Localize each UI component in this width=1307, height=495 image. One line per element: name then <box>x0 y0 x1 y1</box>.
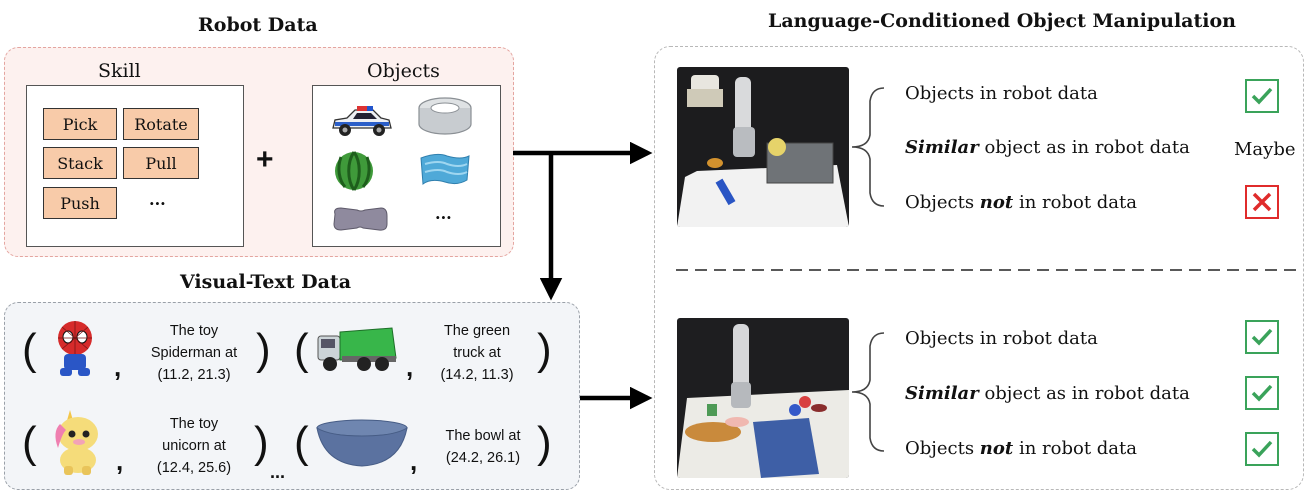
comma: , <box>116 446 124 476</box>
maybe-result: Maybe <box>1234 139 1296 160</box>
open-paren: ( <box>22 325 37 374</box>
cross-icon <box>1245 185 1279 219</box>
spiderman-toy-icon <box>58 321 92 376</box>
row-text: object as in robot data <box>978 137 1190 158</box>
row-not-in-robot-data: Objects not in robot data <box>905 438 1137 459</box>
skill-pull: Pull <box>123 147 199 179</box>
row-text: in robot data <box>1013 438 1137 459</box>
brace-top <box>851 87 885 207</box>
visual-text-title: Visual-Text Data <box>180 271 352 293</box>
caption-unicorn: The toy unicorn at (12.4, 25.6) <box>136 413 252 479</box>
caption-line: The green <box>443 323 511 339</box>
row-emphasis: Similar <box>905 383 979 404</box>
row-text: in robot data <box>1013 192 1137 213</box>
close-paren: ) <box>256 325 271 374</box>
row-emphasis: not <box>979 438 1014 459</box>
open-paren: ( <box>294 418 309 467</box>
robot-scene-photo-top <box>677 67 849 227</box>
comma: , <box>410 446 418 476</box>
caption-truck: The green truck at (14.2, 11.3) <box>424 320 530 386</box>
tape-roll-icon <box>418 97 472 135</box>
caption-line: Spiderman at <box>150 345 238 361</box>
skills-more: ... <box>149 190 166 209</box>
police-car-icon <box>332 106 392 136</box>
row-text: object as in robot data <box>978 383 1190 404</box>
green-truck-icon <box>317 327 397 371</box>
row-text: Objects in robot data <box>905 328 1098 349</box>
close-paren: ) <box>537 418 552 467</box>
check-icon <box>1245 376 1279 410</box>
caption-line: (24.2, 26.1) <box>445 450 521 466</box>
skill-box: Pick Rotate Stack Pull Push ... <box>26 85 244 247</box>
caption-bowl: The bowl at (24.2, 26.1) <box>430 425 536 469</box>
caption-line: truck at <box>453 345 501 361</box>
comma: , <box>406 352 414 382</box>
comma: , <box>114 352 122 382</box>
objects-label: Objects <box>367 60 440 82</box>
caption-spiderman: The toy Spiderman at (11.2, 21.3) <box>134 320 254 386</box>
row-in-robot-data: Objects in robot data <box>905 83 1098 104</box>
robot-scene-photo-bottom <box>677 318 849 478</box>
pairs-more: ... <box>270 462 286 482</box>
row-not-in-robot-data: Objects not in robot data <box>905 192 1137 213</box>
skill-stack: Stack <box>43 147 117 179</box>
caption-line: The bowl at <box>445 428 521 444</box>
plus-sign: + <box>256 143 274 176</box>
close-paren: ) <box>254 418 269 467</box>
row-similar: Similar object as in robot data <box>905 137 1190 158</box>
check-icon <box>1245 79 1279 113</box>
caption-line: unicorn at <box>162 438 226 454</box>
row-text: Objects <box>905 438 980 459</box>
objects-more: ... <box>435 204 452 223</box>
brace-bottom <box>851 332 885 452</box>
caption-line: (11.2, 21.3) <box>157 367 231 383</box>
manipulation-title: Language-Conditioned Object Manipulation <box>768 10 1236 32</box>
check-icon <box>1245 320 1279 354</box>
dashed-divider <box>676 269 1296 271</box>
objects-box: ... <box>312 85 501 247</box>
caption-line: The toy <box>169 416 219 432</box>
open-paren: ( <box>294 325 309 374</box>
skill-push: Push <box>43 187 117 219</box>
skill-rotate: Rotate <box>123 108 199 140</box>
row-in-robot-data: Objects in robot data <box>905 328 1098 349</box>
open-paren: ( <box>22 418 37 467</box>
row-text: Objects <box>905 192 980 213</box>
blue-bowl-icon <box>316 419 408 467</box>
caption-line: (12.4, 25.6) <box>156 460 232 476</box>
close-paren: ) <box>537 325 552 374</box>
skill-pick: Pick <box>43 108 117 140</box>
skill-label: Skill <box>98 60 141 82</box>
watermelon-icon <box>335 151 373 191</box>
caption-line: The toy <box>169 323 219 339</box>
caption-line: (14.2, 11.3) <box>440 367 514 383</box>
row-similar: Similar object as in robot data <box>905 383 1190 404</box>
purple-sponge-icon <box>333 207 388 231</box>
row-emphasis: not <box>979 192 1014 213</box>
row-emphasis: Similar <box>905 137 979 158</box>
row-text: Objects in robot data <box>905 83 1098 104</box>
check-icon <box>1245 432 1279 466</box>
unicorn-toy-icon <box>55 410 98 475</box>
robot-data-title: Robot Data <box>198 14 318 36</box>
blue-cloth-icon <box>420 153 470 185</box>
visual-text-panel <box>4 302 580 490</box>
